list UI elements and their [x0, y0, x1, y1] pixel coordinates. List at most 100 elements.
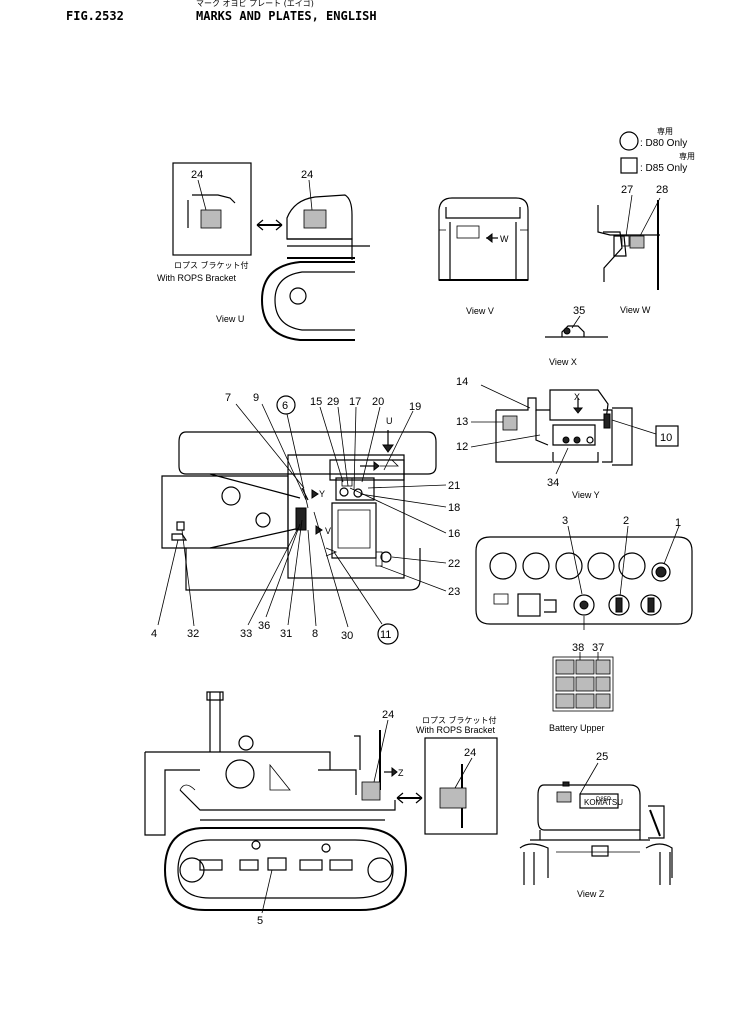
legend: 専用 : D80 Only 専用 : D85 Only [619, 126, 695, 174]
cab-frame [287, 454, 405, 579]
rops-jp-u: ロプス ブラケット付 [174, 260, 249, 270]
legend-circle-jp: 専用 [657, 126, 673, 136]
view-x: 35 View X [545, 305, 608, 367]
callout-19: 19 [409, 401, 421, 413]
callout-24-u: 24 [301, 169, 313, 181]
fender-u [286, 194, 353, 240]
callout-25: 25 [596, 751, 608, 763]
callout-11: 11 [380, 629, 391, 641]
view-y-label: View Y [572, 490, 600, 500]
view-w: 27 28 View W [597, 184, 668, 315]
plate-5 [267, 857, 287, 871]
plate-24-inset-z [439, 787, 467, 809]
callout-9: 9 [253, 392, 259, 404]
rops-jp-z: ロプス ブラケット付 [422, 715, 497, 725]
callout-36: 36 [258, 620, 270, 632]
battery-upper: 38 37 Battery Upper [549, 642, 614, 733]
engine-hood [161, 475, 289, 549]
rops-en-u: With ROPS Bracket [157, 273, 237, 283]
figure-title: MARKS AND PLATES, ENGLISH [196, 9, 377, 23]
arrow-v-label: V [325, 526, 331, 536]
switch-1 [640, 594, 662, 616]
callout-22: 22 [448, 558, 460, 570]
legend-square-icon [620, 157, 638, 174]
key-switch-1 [651, 562, 671, 582]
callout-8: 8 [312, 628, 318, 640]
callout-17: 17 [349, 396, 361, 408]
arrow-z-label: Z [398, 768, 404, 778]
view-w-label: View W [620, 305, 651, 315]
view-y: X 10 14 13 12 34 View Y [456, 376, 679, 500]
callout-16: 16 [448, 528, 460, 540]
callout-32: 32 [187, 628, 199, 640]
side-view: Z 24 5 [144, 691, 423, 927]
legend-circle-label: : D80 Only [640, 138, 687, 149]
rops-inset-z: ロプス ブラケット付 With ROPS Bracket 24 [416, 715, 498, 835]
callout-6: 6 [282, 400, 288, 412]
callout-10-y: 10 [660, 432, 672, 444]
rear-tank-z [537, 784, 641, 831]
callout-33: 33 [240, 628, 252, 640]
callout-38: 38 [572, 642, 584, 654]
view-z: KOMATSU D85P 25 View Z [519, 751, 673, 899]
view-x-label: View X [549, 357, 577, 367]
view-u: 24 ロプス ブラケット付 With ROPS Bracket 24 View … [157, 162, 370, 341]
callout-29: 29 [327, 396, 339, 408]
legend-circle-icon [619, 131, 639, 151]
main-top-view: Y V U 6 11 7 9 15 29 1 [151, 392, 460, 645]
arrow-x-label: X [574, 392, 580, 402]
callout-7: 7 [225, 392, 231, 404]
figure-title-jp: マーク オヨビ プレート (エイゴ) [196, 0, 314, 8]
view-v: W View V [438, 197, 529, 316]
model-decal-text: D85P [596, 797, 611, 803]
callout-13-y: 13 [456, 416, 468, 428]
seat-main [331, 502, 377, 559]
view-v-label: View V [466, 306, 494, 316]
callout-23: 23 [448, 586, 460, 598]
callout-31: 31 [280, 628, 292, 640]
callout-5: 5 [257, 915, 263, 927]
callout-24-inset-z: 24 [464, 747, 476, 759]
hood-upper [178, 431, 437, 475]
battery-frame [552, 656, 614, 712]
switch-2 [608, 594, 630, 616]
komatsu-decal [579, 793, 619, 809]
figure-number: FIG.2532 [66, 9, 124, 23]
callout-14-y: 14 [456, 376, 468, 388]
rops-inset-box-z [424, 737, 498, 835]
callout-2: 2 [623, 515, 629, 527]
panel-frame [475, 536, 693, 625]
plate-28-w [629, 235, 645, 249]
view-z-label: View Z [577, 889, 605, 899]
callout-35-x: 35 [573, 305, 585, 317]
rops-inset-box-u [172, 162, 252, 256]
callout-6-circle [276, 395, 296, 415]
callout-34-y: 34 [547, 477, 559, 489]
track-u [260, 261, 355, 341]
plate-24-side [361, 781, 381, 801]
battery-caption: Battery Upper [549, 723, 605, 733]
callout-30: 30 [341, 630, 353, 642]
callout-11-circle [377, 623, 399, 645]
arrow-w-label: W [500, 234, 509, 244]
seat-y [549, 389, 609, 421]
callout-37: 37 [592, 642, 604, 654]
arrow-y-label: Y [319, 489, 325, 499]
callout-28-w: 28 [656, 184, 668, 196]
callout-1: 1 [675, 517, 681, 529]
plate-24-u [303, 209, 327, 229]
callout-12-y: 12 [456, 441, 468, 453]
callout-4: 4 [151, 628, 157, 640]
callout-24-side: 24 [382, 709, 394, 721]
idler-u [289, 287, 307, 305]
track-side [163, 827, 408, 911]
callout-3: 3 [562, 515, 568, 527]
callout-10-square [655, 425, 679, 447]
callout-27-w: 27 [621, 184, 633, 196]
callout-24-inset-u: 24 [191, 169, 203, 181]
plate-24-inset-u [200, 209, 222, 229]
callout-20: 20 [372, 396, 384, 408]
dashboard-panel: 3 2 1 [475, 515, 693, 630]
